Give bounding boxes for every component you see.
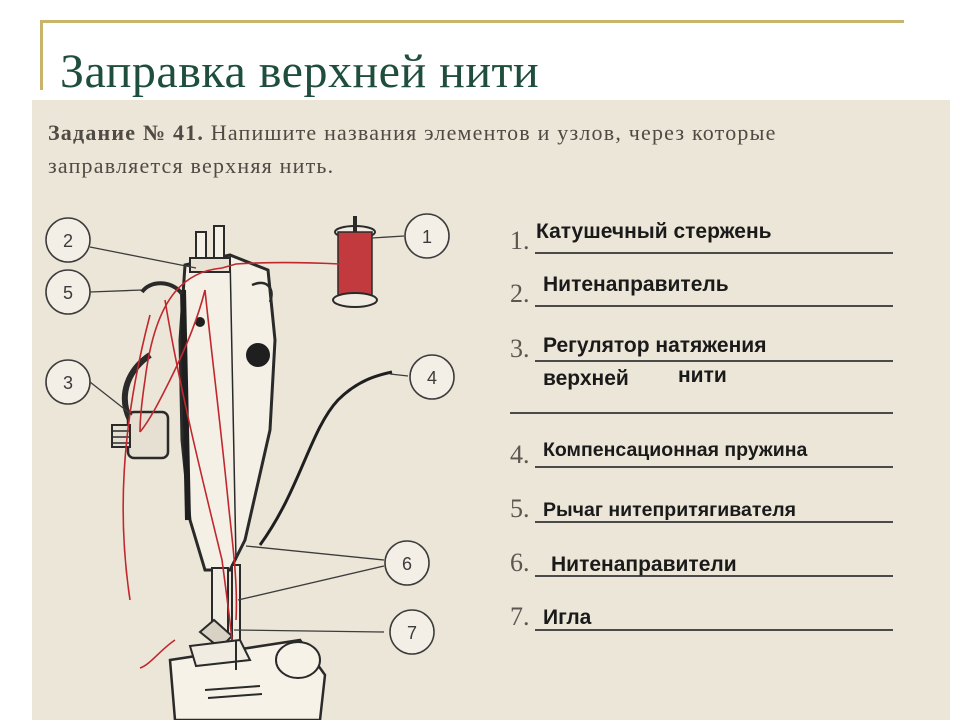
answer-text-4: Компенсационная пружина bbox=[543, 439, 808, 461]
callout-label-5: 5 bbox=[63, 283, 73, 303]
answer-number-2: 2. bbox=[510, 279, 530, 308]
answer-text-6: Нитенаправители bbox=[551, 553, 737, 576]
callout-label-2: 2 bbox=[63, 231, 73, 251]
answer-line-1 bbox=[535, 252, 893, 254]
answer-number-5: 5. bbox=[510, 494, 530, 523]
answer-number-6: 6. bbox=[510, 548, 530, 577]
answer-text-1: Катушечный стержень bbox=[536, 220, 772, 243]
answer-text-3-line2a: верхней bbox=[543, 367, 629, 390]
answer-number-4: 4. bbox=[510, 440, 530, 469]
callout-3 bbox=[45, 359, 91, 405]
task-number: Задание № 41. bbox=[48, 120, 205, 145]
answer-line-3b bbox=[510, 412, 893, 414]
answer-line-6 bbox=[535, 575, 893, 577]
task-text: Задание № 41. Напишите названия элементо… bbox=[48, 116, 908, 182]
answer-line-3 bbox=[535, 360, 893, 362]
callout-1 bbox=[404, 213, 450, 259]
answer-line-5 bbox=[535, 521, 893, 523]
answer-number-7: 7. bbox=[510, 602, 530, 631]
callout-label-7: 7 bbox=[407, 623, 417, 643]
callout-4 bbox=[409, 354, 455, 400]
callout-label-6: 6 bbox=[402, 554, 412, 574]
answer-line-2 bbox=[535, 305, 893, 307]
answer-text-3: Регулятор натяжения bbox=[543, 334, 767, 357]
answer-text-3-line2b: нити bbox=[678, 364, 727, 387]
answer-text-7: Игла bbox=[543, 606, 592, 629]
callout-label-1: 1 bbox=[422, 227, 432, 247]
answer-line-7 bbox=[535, 629, 893, 631]
answer-number-3: 3. bbox=[510, 334, 530, 363]
callout-2 bbox=[45, 217, 91, 263]
callout-5 bbox=[45, 269, 91, 315]
answer-text-2: Нитенаправитель bbox=[543, 273, 729, 296]
callout-6 bbox=[384, 540, 430, 586]
callout-label-3: 3 bbox=[63, 373, 73, 393]
title-frame-left bbox=[40, 20, 43, 90]
callout-label-4: 4 bbox=[427, 368, 437, 388]
task-instruction: Напишите названия элементов и узлов, чер… bbox=[48, 120, 777, 178]
answer-text-5: Рычаг нитепритягивателя bbox=[543, 499, 796, 521]
slide-title: Заправка верхней нити bbox=[60, 45, 540, 98]
answer-line-4 bbox=[535, 466, 893, 468]
callout-7 bbox=[389, 609, 435, 655]
title-frame-top bbox=[40, 20, 904, 23]
answer-number-1: 1. bbox=[510, 226, 530, 255]
